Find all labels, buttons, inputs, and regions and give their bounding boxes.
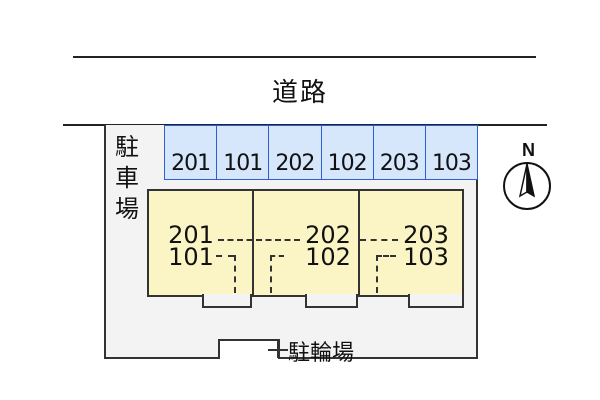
interior-dashed-line bbox=[376, 255, 396, 257]
unit-number-upper: 202 bbox=[305, 221, 351, 249]
parking-spaces: 201 101 202 102 203 103 bbox=[164, 125, 478, 180]
parking-space: 201 bbox=[165, 126, 218, 179]
building-unit-1 bbox=[147, 189, 254, 297]
parking-space: 102 bbox=[321, 126, 374, 179]
unit-number-lower: 102 bbox=[305, 243, 351, 271]
bicycle-rack-pointer bbox=[277, 341, 279, 358]
unit-label-group: 201 101 bbox=[166, 221, 216, 271]
north-arrow-icon: N bbox=[503, 138, 555, 214]
north-label: N bbox=[522, 140, 535, 160]
interior-dashed-line bbox=[376, 255, 378, 293]
entrance-notch bbox=[408, 294, 464, 308]
parking-lot-label: 駐 車 場 bbox=[110, 132, 144, 225]
interior-dashed-line bbox=[360, 239, 398, 241]
parking-space: 101 bbox=[217, 126, 270, 179]
unit-label-group: 203 103 bbox=[400, 221, 452, 271]
unit-number-lower: 103 bbox=[403, 243, 449, 271]
road-line-top bbox=[73, 56, 536, 58]
bicycle-parking-label: 駐輪場 bbox=[288, 341, 355, 366]
interior-dashed-line bbox=[216, 255, 234, 257]
interior-dashed-line bbox=[234, 255, 236, 293]
interior-dashed-line bbox=[270, 255, 272, 293]
unit-number-lower: 101 bbox=[168, 243, 214, 271]
interior-dashed-line bbox=[218, 239, 300, 241]
unit-label-group: 202 102 bbox=[302, 221, 354, 271]
parking-space: 203 bbox=[373, 126, 426, 179]
entrance-notch bbox=[202, 294, 252, 308]
building-unit-3 bbox=[358, 189, 464, 297]
road-label: 道路 bbox=[271, 78, 328, 108]
parking-label-char: 車 bbox=[115, 164, 139, 192]
unit-number-upper: 203 bbox=[403, 221, 449, 249]
parking-space: 202 bbox=[269, 126, 322, 179]
parking-label-char: 駐 bbox=[115, 133, 139, 161]
parking-space: 103 bbox=[425, 126, 478, 179]
interior-dashed-line bbox=[270, 255, 284, 257]
unit-number-upper: 201 bbox=[168, 221, 214, 249]
entrance-notch bbox=[305, 294, 358, 308]
parking-label-char: 場 bbox=[115, 195, 139, 223]
